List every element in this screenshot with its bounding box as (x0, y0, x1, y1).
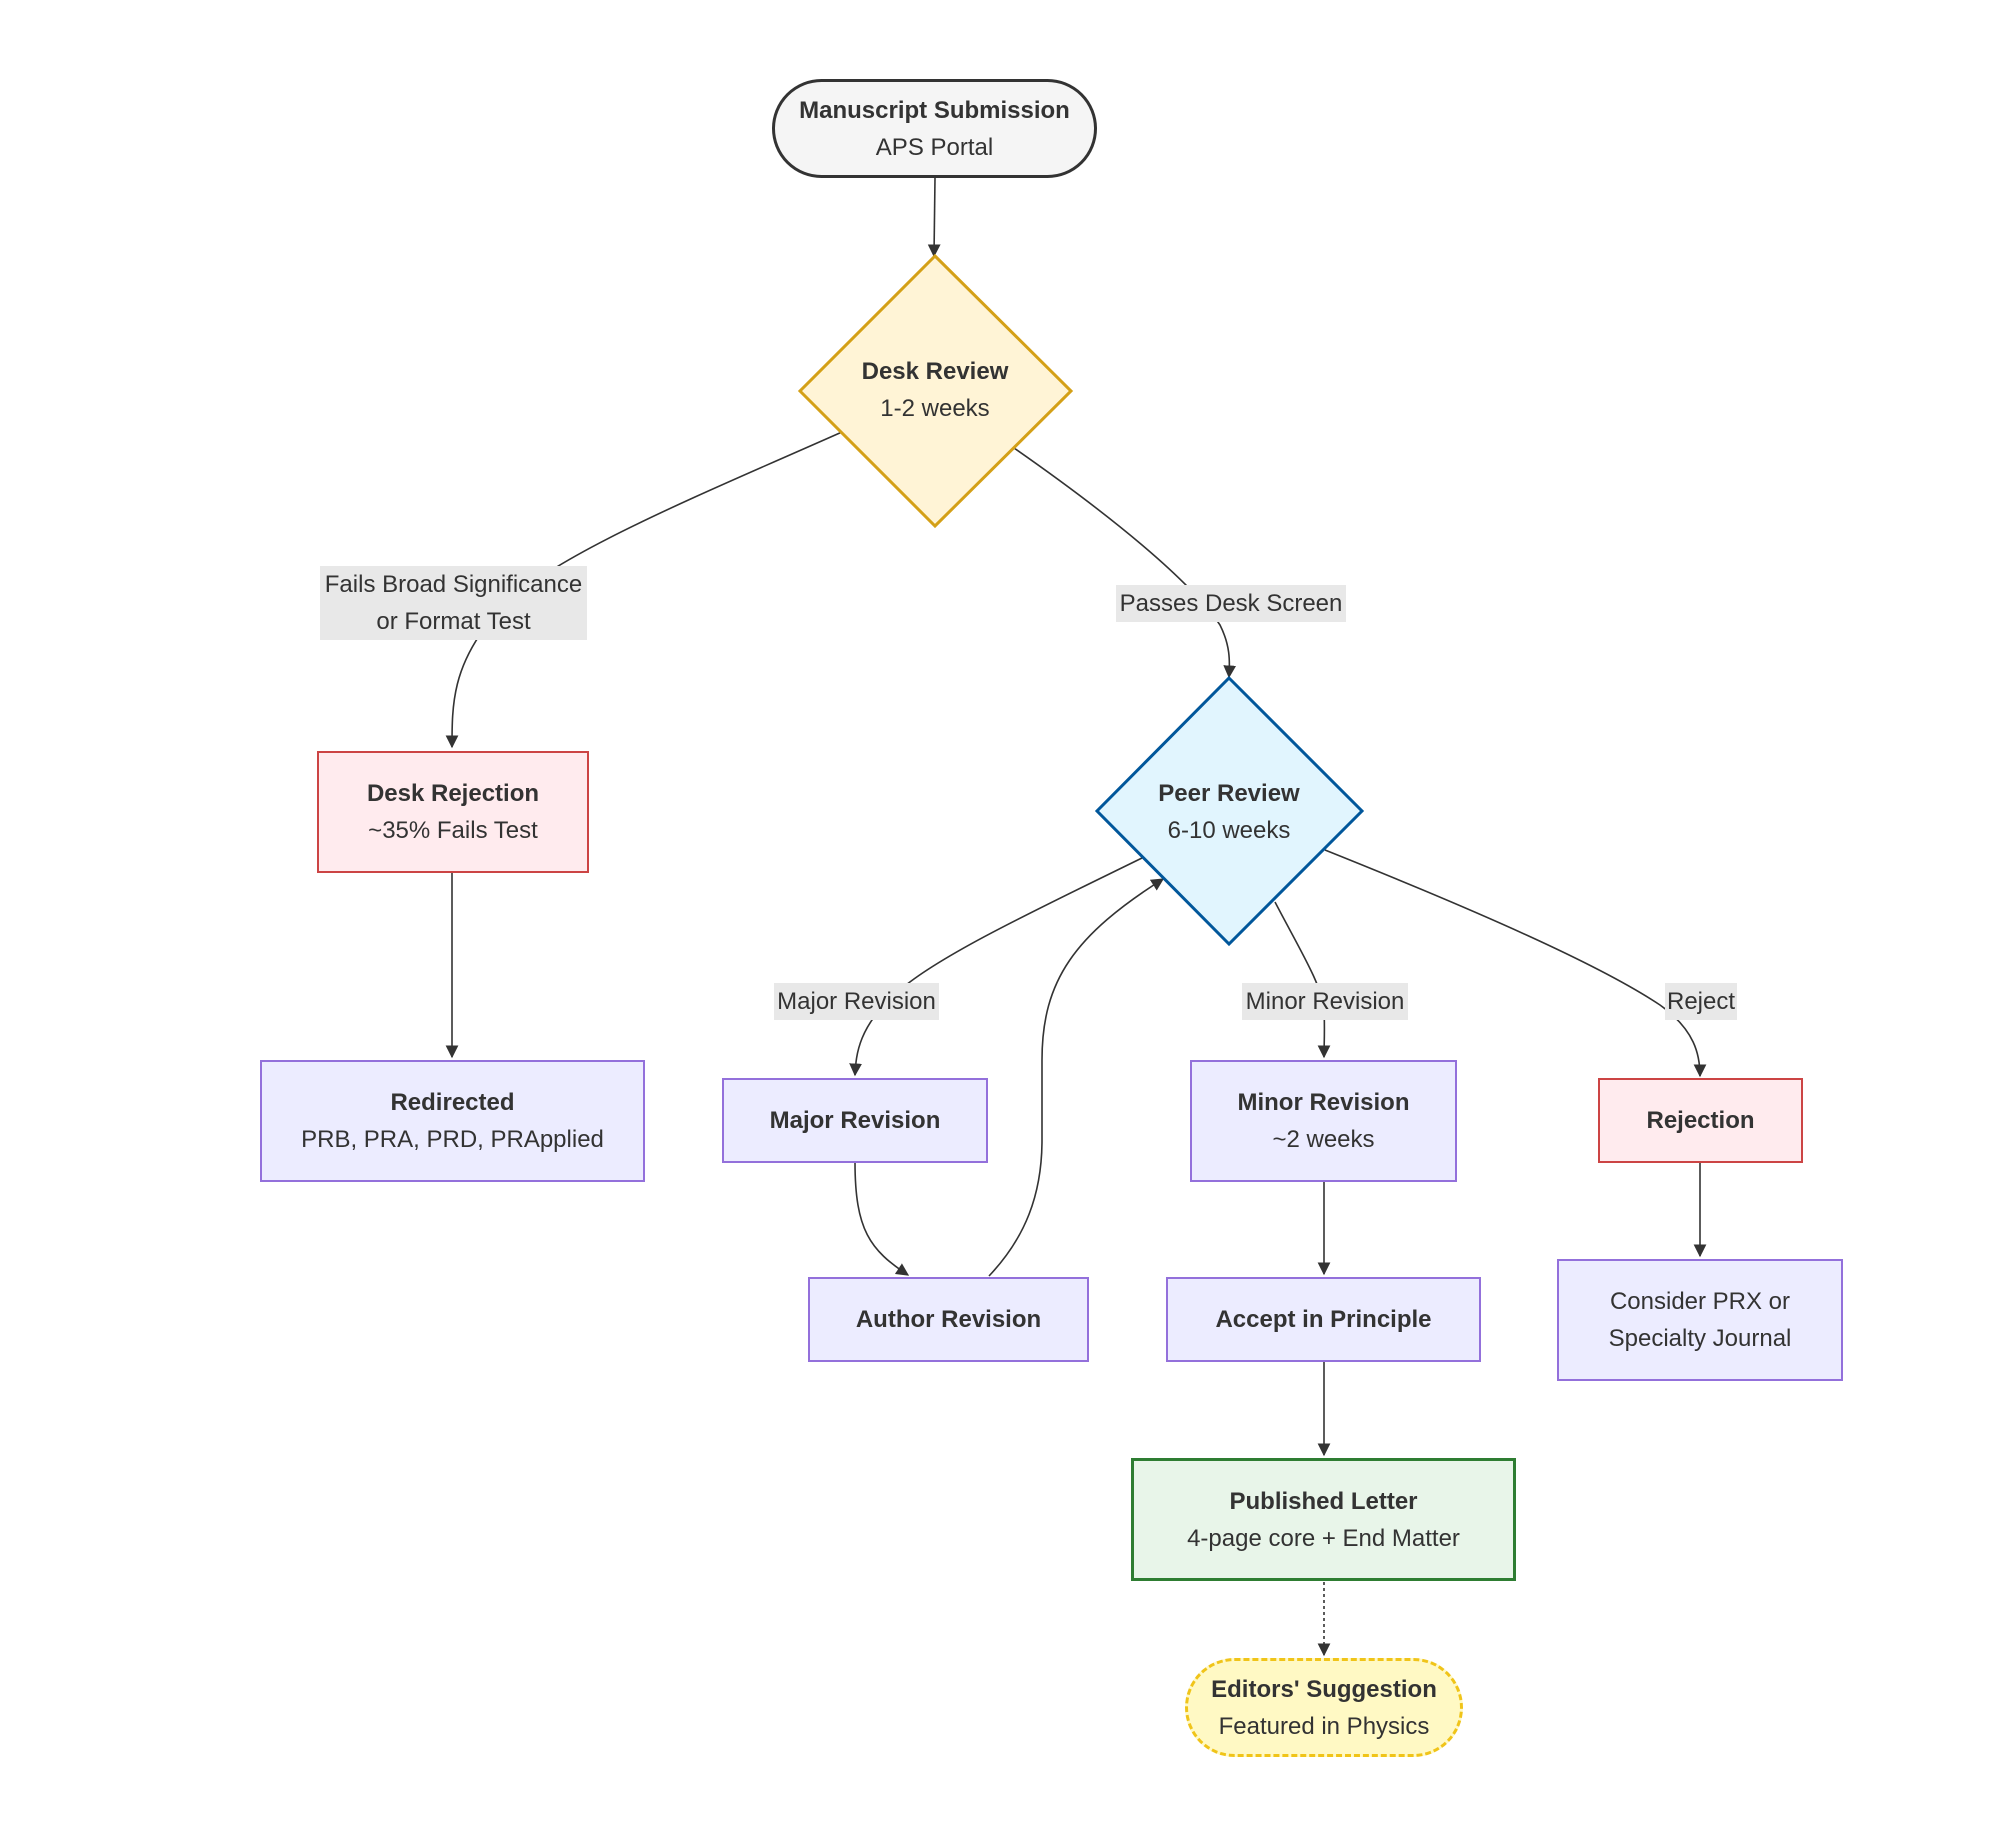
edge-desk-review-to-peer-review (1013, 447, 1237, 679)
node-major-revision[interactable]: Major Revision (722, 1078, 988, 1163)
node-rejection[interactable]: Rejection (1598, 1078, 1803, 1163)
node-minor-revision[interactable]: Minor Revision ~2 weeks (1190, 1060, 1457, 1182)
node-title: Desk Rejection (366, 780, 540, 807)
edge-peer-review-to-major-revision (849, 857, 1143, 1077)
node-peer-review[interactable]: Peer Review 6-10 weeks (1129, 762, 1329, 862)
edge-submission-to-desk-review (927, 177, 941, 258)
edge-peer-review-to-minor-revision (1274, 901, 1331, 1059)
desk-review-diamond (797, 253, 1074, 529)
node-title: Peer Review (1158, 780, 1300, 807)
edge-label-line: Fails Broad Significance (324, 571, 583, 598)
node-title: Published Letter (1229, 1487, 1418, 1515)
node-manuscript-submission[interactable]: Manuscript Submission APS Portal (772, 79, 1097, 178)
node-subtitle: ~35% Fails Test (368, 817, 538, 844)
edge-label-passes-desk-screen: Passes Desk Screen (1116, 585, 1346, 622)
node-redirected[interactable]: Redirected PRB, PRA, PRD, PRApplied (260, 1060, 645, 1182)
node-subtitle: ~2 weeks (1272, 1126, 1375, 1153)
edge-major-revision-to-author-revision (854, 1161, 910, 1276)
node-subtitle: 4-page core + End Matter (1187, 1524, 1460, 1552)
node-desk-review[interactable]: Desk Review 1-2 weeks (835, 340, 1035, 440)
peer-review-diamond (1094, 675, 1365, 947)
node-title: Minor Revision (1237, 1089, 1410, 1116)
node-title: Desk Review (861, 358, 1009, 385)
node-title: Author Revision (855, 1306, 1042, 1333)
edges (445, 177, 1707, 1657)
node-consider-prx[interactable]: Consider PRX or Specialty Journal (1557, 1259, 1843, 1381)
node-title: Editors' Suggestion (1211, 1675, 1437, 1703)
node-subtitle: PRB, PRA, PRD, PRApplied (301, 1126, 604, 1153)
edge-label-line: or Format Test (376, 608, 531, 635)
node-author-revision[interactable]: Author Revision (808, 1277, 1089, 1362)
node-title: Major Revision (769, 1107, 941, 1134)
node-title: Manuscript Submission (799, 96, 1070, 124)
edge-author-revision-to-peer-review (988, 878, 1165, 1277)
edge-label-major-revision: Major Revision (774, 983, 939, 1020)
node-subtitle: 6-10 weeks (1167, 817, 1291, 844)
edge-label-fails-test: Fails Broad Significance or Format Test (320, 566, 587, 640)
edge-label-reject: Reject (1665, 983, 1737, 1020)
edge-peer-review-to-rejection (1324, 849, 1707, 1078)
node-desk-rejection[interactable]: Desk Rejection ~35% Fails Test (317, 751, 589, 873)
node-published-letter[interactable]: Published Letter 4-page core + End Matte… (1131, 1458, 1516, 1581)
edge-label-minor-revision: Minor Revision (1242, 983, 1408, 1020)
node-line-2: Specialty Journal (1608, 1325, 1792, 1352)
node-subtitle: APS Portal (875, 133, 994, 161)
node-accept-in-principle[interactable]: Accept in Principle (1166, 1277, 1481, 1362)
node-subtitle: Featured in Physics (1218, 1712, 1430, 1740)
node-editors-suggestion[interactable]: Editors' Suggestion Featured in Physics (1185, 1658, 1463, 1757)
node-line-1: Consider PRX or (1609, 1288, 1791, 1315)
node-title: Rejection (1646, 1107, 1755, 1134)
node-subtitle: 1-2 weeks (880, 395, 990, 422)
node-title: Accept in Principle (1215, 1306, 1432, 1333)
node-title: Redirected (390, 1089, 515, 1116)
